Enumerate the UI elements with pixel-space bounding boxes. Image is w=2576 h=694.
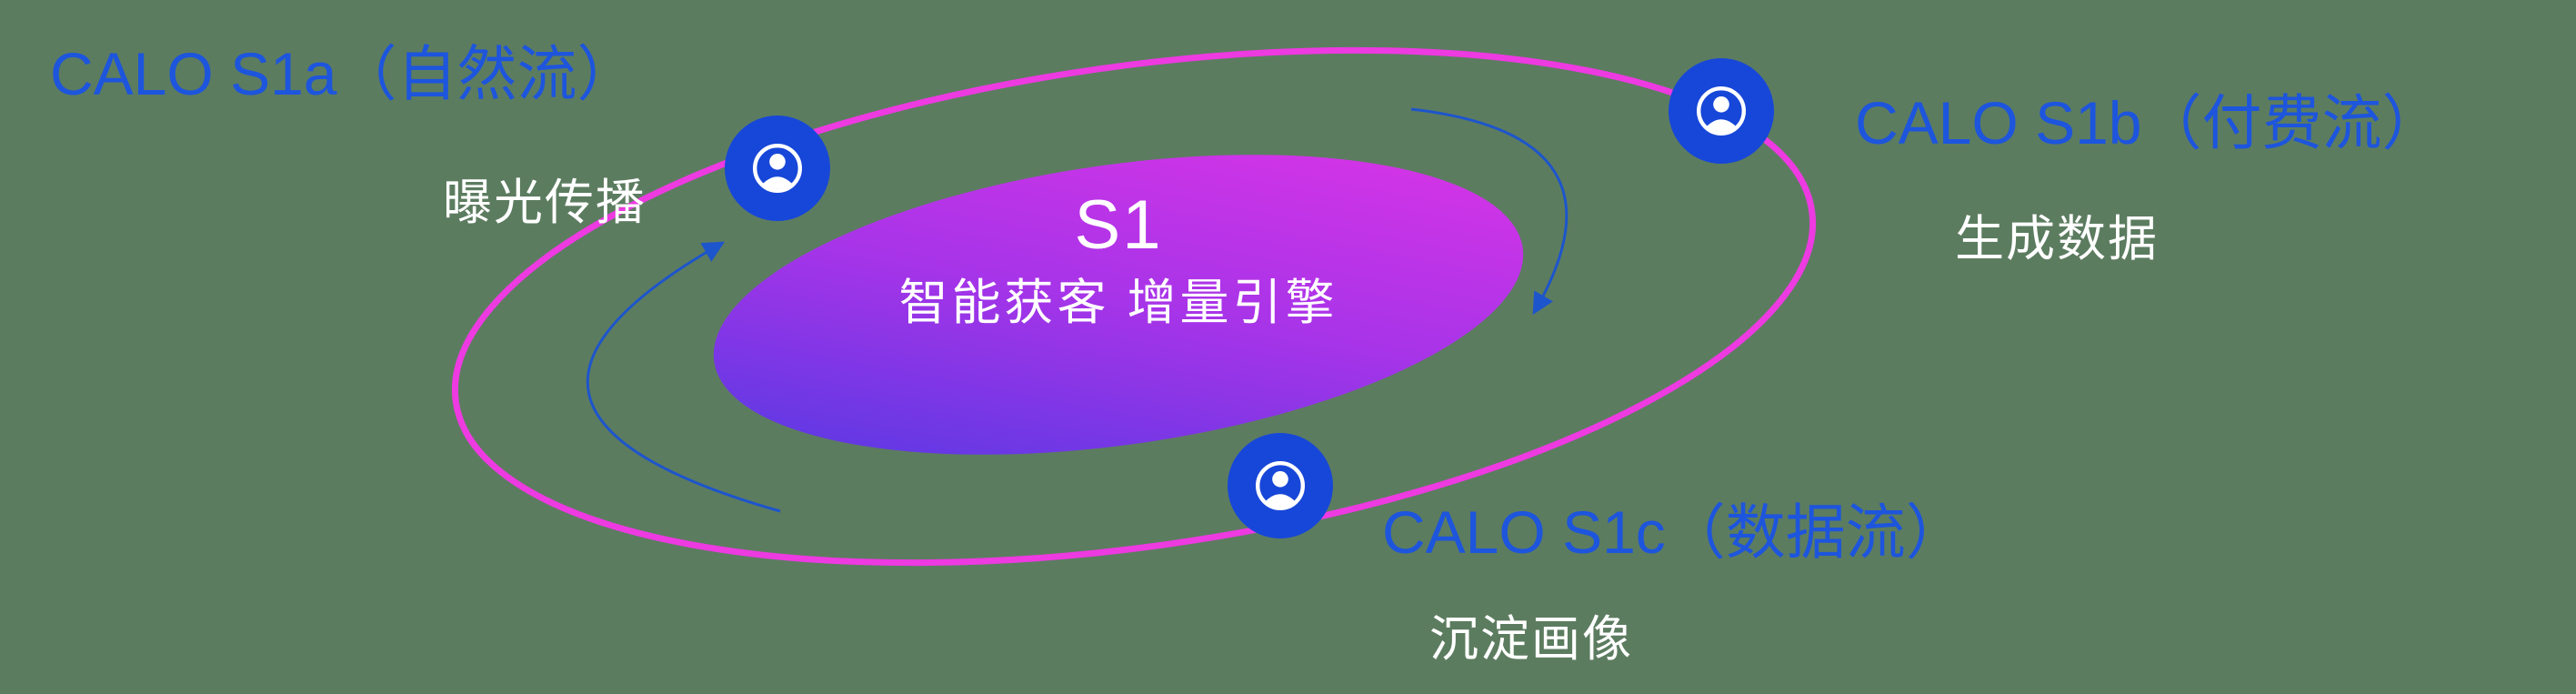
person-in-circle-icon — [1697, 86, 1746, 136]
sublabel-s1c: 沉淀画像 — [1429, 612, 1633, 667]
sublabel-s1b: 生成数据 — [1955, 212, 2159, 267]
orbit-ring — [451, 46, 1817, 567]
sublabel-s1a: 曝光传播 — [443, 176, 647, 230]
label-s1a: CALO S1a（自然流） — [50, 40, 637, 107]
node-s1c — [1228, 433, 1333, 538]
counterclockwise-flow-arrow-left — [586, 241, 781, 513]
person-in-circle-icon — [753, 144, 802, 193]
label-s1b: CALO S1b（付费流） — [1855, 89, 2442, 156]
core-title: S1 — [1074, 186, 1163, 264]
node-s1b — [1669, 58, 1774, 164]
core-subtitle: 智能获客 增量引擎 — [898, 276, 1338, 330]
core-label-group: S1 智能获客 增量引擎 — [841, 182, 1396, 337]
node-s1a — [725, 116, 830, 221]
core-ellipse — [713, 155, 1524, 455]
person-in-circle-icon — [1256, 461, 1305, 510]
label-s1c: CALO S1c（数据流） — [1382, 498, 1966, 566]
clockwise-flow-arrow-right — [1410, 107, 1569, 316]
